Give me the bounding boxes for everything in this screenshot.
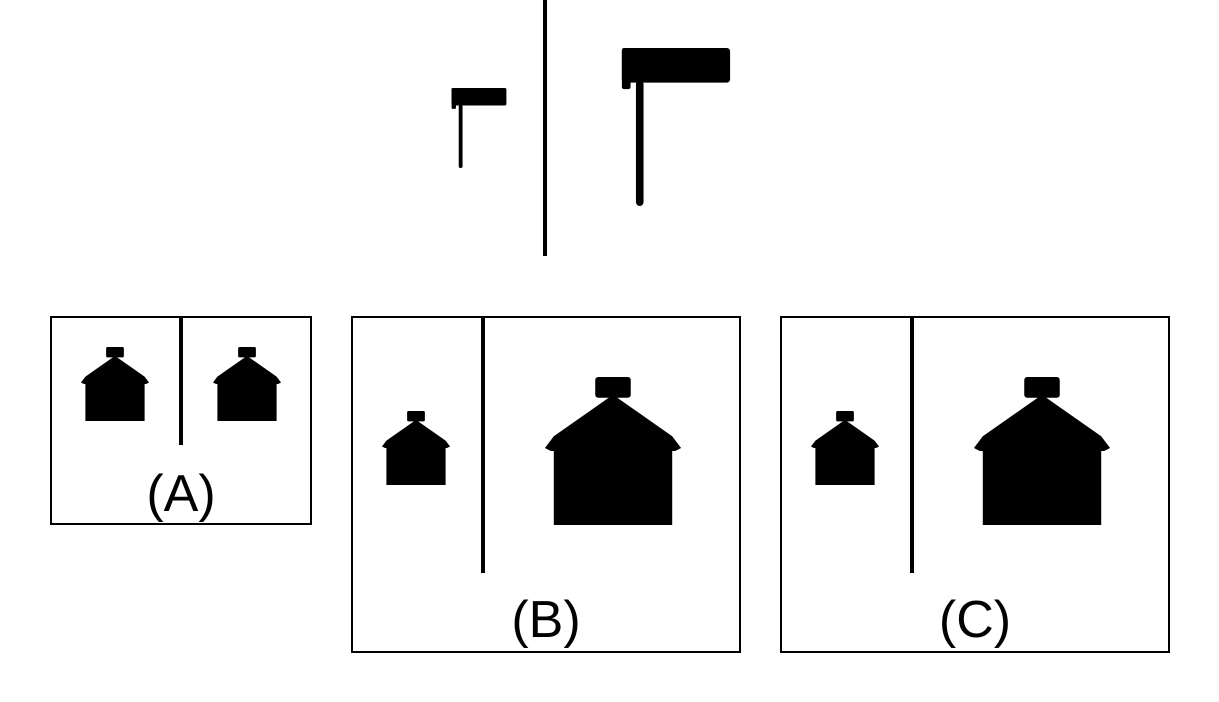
option-a-label: (A) (146, 465, 216, 523)
small-red-barn-icon: .ra .c-roof{fill:#e03b2e}.ra .c-body{fil… (80, 347, 150, 421)
large-blue-barn-icon: .bc .c-roof{fill:#4a3fd1}.bc .c-body{fil… (973, 377, 1111, 525)
option-a[interactable]: .ra .c-roof{fill:#e03b2e}.ra .c-body{fil… (50, 316, 312, 525)
top-divider (543, 0, 547, 256)
option-b-label: (B) (511, 591, 581, 649)
option-c-divider (910, 318, 914, 573)
option-b[interactable]: .rb .c-roof{fill:#e03b2e}.rb .c-body{fil… (351, 316, 741, 653)
option-c-label: (C) (938, 591, 1012, 649)
small-red-flag-icon: .r1 .c-body{fill:#d8262a}.r1 .c-light{fi… (451, 88, 507, 168)
option-c[interactable]: .rc .c-roof{fill:#e03b2e}.rc .c-body{fil… (780, 316, 1170, 653)
small-red-barn-icon: .rb .c-roof{fill:#e03b2e}.rb .c-body{fil… (381, 411, 451, 485)
large-green-barn-icon: .gb .c-roof{fill:#4cae3c}.gb .c-body{fil… (544, 377, 682, 525)
option-a-divider (179, 318, 183, 445)
large-green-flag-icon: .g1 .c-body{fill:#4cae3c}.g1 .c-light{fi… (621, 48, 731, 206)
small-red-barn-icon (212, 347, 282, 421)
option-b-divider (481, 318, 485, 573)
small-red-barn-icon: .rc .c-roof{fill:#e03b2e}.rc .c-body{fil… (810, 411, 880, 485)
